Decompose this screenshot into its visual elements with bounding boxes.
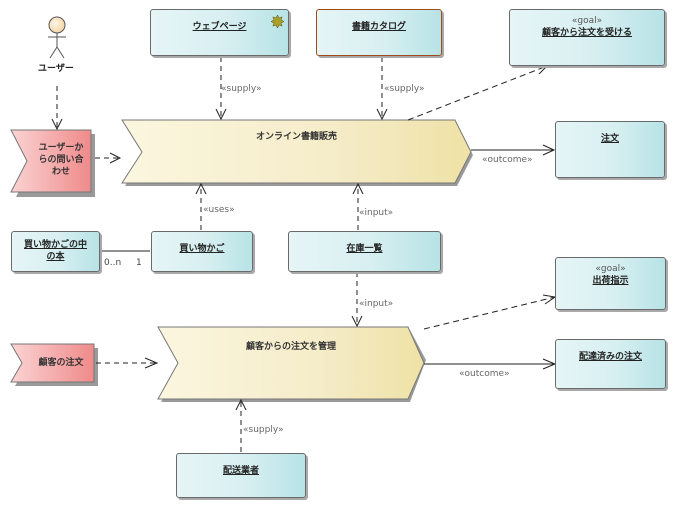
process-online-sales-shape[interactable]: [121, 119, 472, 184]
event-customer-order-label: 顧客の注文: [38, 358, 84, 368]
event-inquiry-line2: らの問い合: [38, 155, 84, 165]
node-order-title: 注文: [600, 134, 619, 144]
label-outcome-delivered: «outcome»: [459, 369, 510, 379]
node-goal-receive-title: 顧客から注文を受ける: [541, 28, 632, 38]
actor-label: ユーザー: [38, 64, 74, 74]
label-supply-catalog: «supply»: [384, 84, 425, 94]
edge-goal-ship: [423, 296, 556, 330]
label-outcome-order: «outcome»: [482, 155, 533, 165]
node-cart-items[interactable]: 買い物かごの中 の本: [11, 231, 100, 272]
event-inquiry-shape[interactable]: [10, 129, 92, 193]
label-uses-cart: «uses»: [203, 205, 235, 215]
node-delivered[interactable]: 配達済みの注文: [555, 339, 666, 389]
node-carrier[interactable]: 配送業者: [176, 453, 306, 498]
node-cart-title: 買い物かご: [179, 244, 225, 254]
node-goal-ship-title: 出荷指示: [592, 276, 629, 286]
node-catalog-title: 書籍カタログ: [351, 22, 406, 32]
multiplicity-many: 0..n: [104, 258, 122, 268]
process-manage-orders-shape[interactable]: [157, 326, 425, 400]
node-order[interactable]: 注文: [555, 121, 665, 178]
node-cart-items-title-line2: の本: [46, 252, 65, 262]
node-goal-receive-stereotype: «goal»: [571, 16, 603, 26]
process-online-sales-title: オンライン書籍販売: [255, 132, 337, 142]
label-input-inv-up: «input»: [359, 208, 394, 218]
node-cart-items-title-line1: 買い物かごの中: [23, 240, 87, 250]
label-supply-web: «supply»: [221, 84, 262, 94]
node-inventory[interactable]: 在庫一覧: [288, 231, 441, 272]
node-catalog[interactable]: 書籍カタログ: [316, 9, 442, 56]
node-goal-receive[interactable]: «goal» 顧客から注文を受ける: [509, 9, 665, 66]
node-goal-ship-stereotype: «goal»: [595, 264, 626, 274]
node-inventory-title: 在庫一覧: [346, 244, 383, 254]
event-inquiry-line1: ユーザーか: [38, 143, 84, 153]
node-delivered-title: 配達済みの注文: [578, 352, 642, 362]
node-webpage[interactable]: ウェブページ: [150, 9, 289, 56]
actor-user[interactable]: [48, 16, 66, 59]
event-customer-order-shape[interactable]: [10, 343, 95, 383]
process-manage-orders-title: 顧客からの注文を管理: [245, 342, 336, 352]
event-inquiry-line3: わせ: [51, 167, 70, 177]
label-supply-carrier: «supply»: [243, 425, 284, 435]
edge-goal-receive: [407, 65, 548, 121]
node-carrier-title: 配送業者: [222, 466, 259, 476]
gear-star-icon: [271, 15, 284, 28]
node-webpage-title: ウェブページ: [192, 22, 247, 32]
multiplicity-one: 1: [136, 258, 142, 268]
node-cart[interactable]: 買い物かご: [151, 231, 253, 272]
event-inquiry-label: ユーザーか らの問い合 わせ: [28, 142, 94, 178]
node-goal-ship[interactable]: «goal» 出荷指示: [555, 257, 666, 310]
label-input-inv-down: «input»: [359, 299, 394, 309]
